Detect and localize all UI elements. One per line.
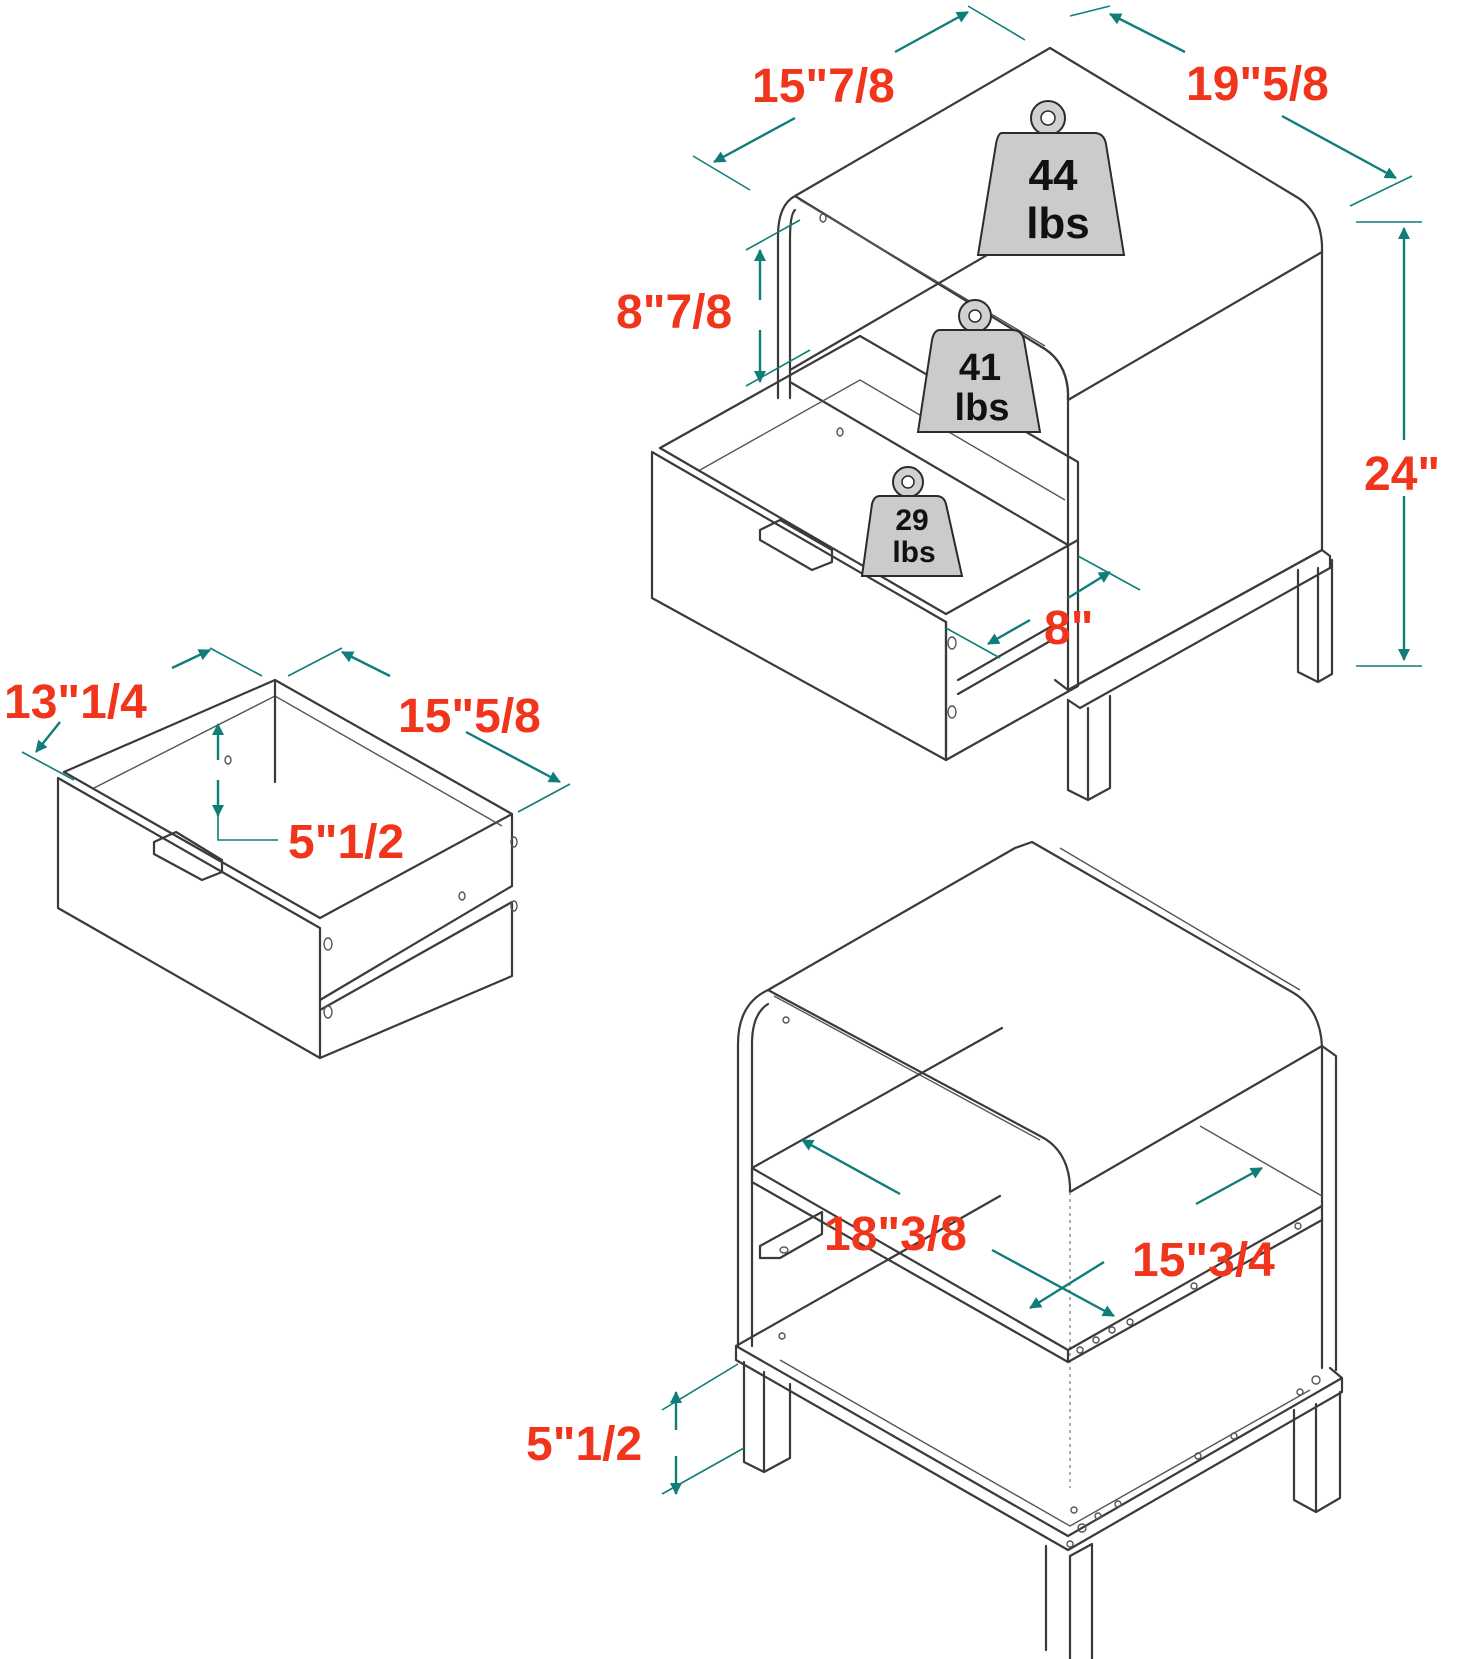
weight-drawer-value: 29 (895, 504, 928, 537)
label-cabinet-width: 19"5/8 (1186, 58, 1329, 111)
label-shelf-width: 18"3/8 (824, 1208, 967, 1261)
weight-top-unit: lbs (1026, 199, 1090, 248)
label-cabinet-height: 24" (1364, 448, 1440, 501)
open-cabinet-shelf (750, 1026, 1324, 1364)
dimension-lines-drawer (21, 647, 571, 841)
drawer-front-panel (56, 770, 322, 1060)
drawer-box (62, 678, 514, 1060)
drawer-handle (758, 518, 834, 572)
drawer-screw-holes (224, 755, 518, 1019)
cabinet-drawing (650, 46, 1334, 802)
label-drawer-opening-depth: 8" (1044, 602, 1093, 655)
open-cabinet-left-side (736, 988, 770, 1348)
weight-drawer-unit: lbs (892, 536, 935, 569)
open-cabinet-legs (742, 1360, 1342, 1659)
label-leg-height: 5"1/2 (526, 1418, 642, 1471)
drawer-drawing (56, 678, 518, 1060)
label-shelf-opening: 8"7/8 (616, 286, 732, 339)
cabinet-legs (1066, 558, 1334, 802)
cabinet-base-frame (1053, 548, 1332, 710)
open-cabinet-bottom (734, 1194, 1344, 1552)
weight-shelf-value: 41 (959, 347, 1001, 389)
cabinet-left-side (776, 194, 797, 400)
label-cabinet-depth: 15"7/8 (752, 60, 895, 113)
open-cabinet-top (766, 840, 1324, 1194)
label-shelf-depth: 15"3/4 (1132, 1234, 1275, 1287)
weight-top: 44 lbs (976, 100, 1126, 256)
open-cabinet-drawing (734, 840, 1344, 1659)
dimension-lines-cabinet (692, 5, 1422, 667)
weight-shelf-unit: lbs (955, 387, 1010, 429)
dimension-lines-open-cabinet (661, 1138, 1263, 1495)
drawer-standalone-handle (152, 830, 224, 882)
label-drawer-height: 5"1/2 (288, 816, 404, 869)
weight-drawer: 29 lbs (860, 466, 964, 577)
label-drawer-length: 15"5/8 (398, 690, 541, 743)
label-drawer-width: 13"1/4 (4, 676, 147, 729)
weight-shelf: 41 lbs (916, 299, 1042, 433)
screw-holes (819, 213, 957, 719)
weight-top-value: 44 (1029, 151, 1078, 200)
open-cabinet-screw-holes (778, 1016, 1321, 1548)
shelf-support-bracket (758, 1210, 824, 1260)
